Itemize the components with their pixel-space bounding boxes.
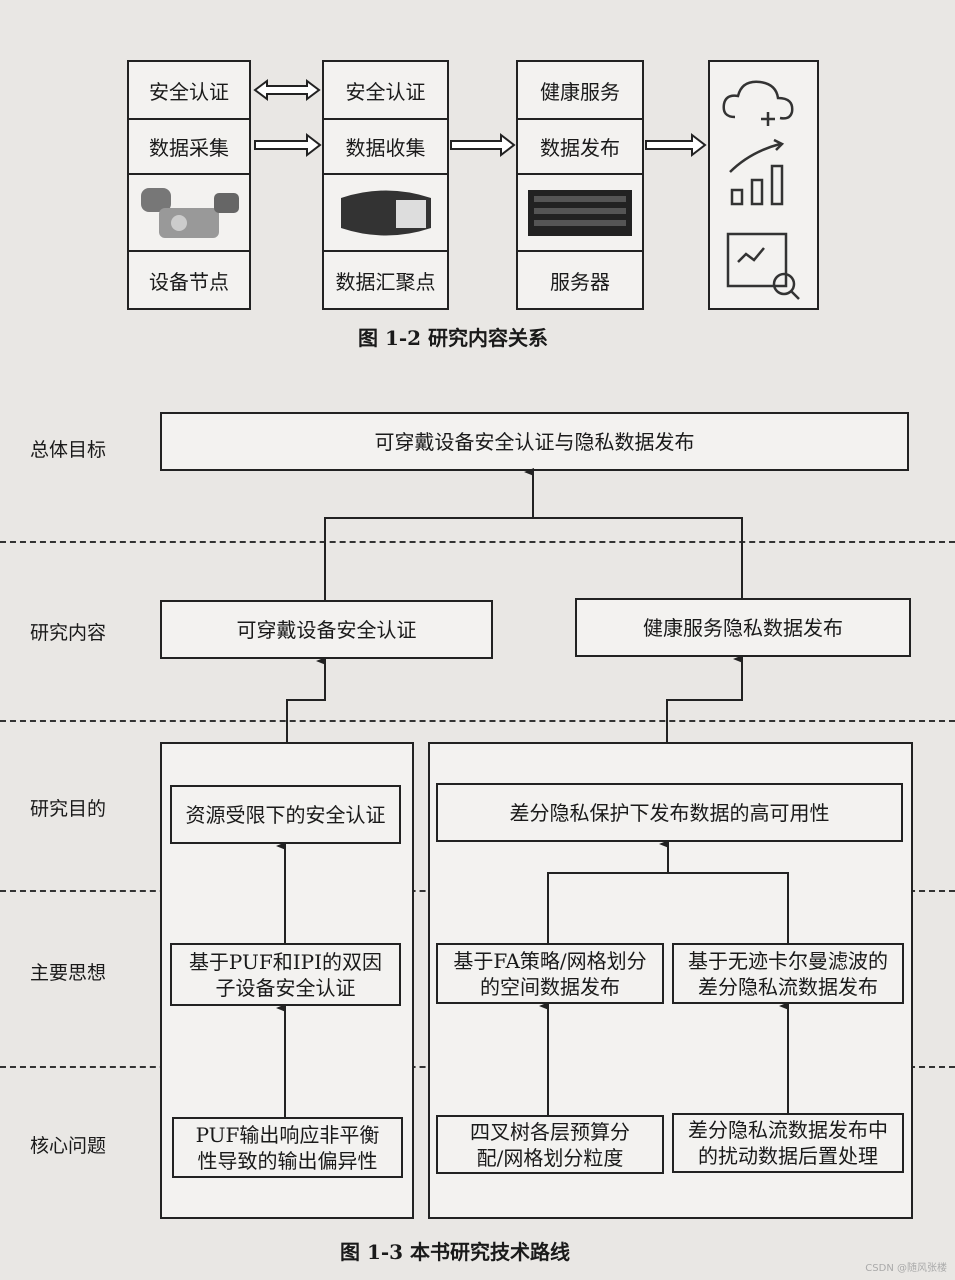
server-rack-icon xyxy=(528,189,632,236)
idea-left-box: 基于PUF和IPI的双因子设备安全认证 xyxy=(170,943,401,1006)
report-search-icon xyxy=(726,232,800,300)
figure-1-3-caption: 图 1-3 本书研究技术路线 xyxy=(340,1240,571,1264)
server-column: 健康服务 数据发布 服务器 xyxy=(516,60,644,310)
double-arrow-icon xyxy=(253,79,321,101)
idea-mid-box: 基于FA策略/网格划分的空间数据发布 xyxy=(436,943,664,1004)
divider xyxy=(0,720,955,722)
goal-box: 可穿戴设备安全认证与隐私数据发布 xyxy=(160,412,909,471)
col3-server: 服务器 xyxy=(550,269,610,294)
arrow-right-icon xyxy=(450,132,516,158)
core-right-box: 差分隐私流数据发布中的扰动数据后置处理 xyxy=(672,1113,904,1173)
level-label: 研究内容 xyxy=(30,622,107,644)
col2-node: 数据汇聚点 xyxy=(335,269,436,294)
level-label: 研究目的 xyxy=(30,798,107,820)
col3-publish: 数据发布 xyxy=(518,120,642,175)
service-icons-column xyxy=(708,60,819,310)
figure-1-2-caption: 图 1-2 研究内容关系 xyxy=(358,326,549,350)
idea-right-box: 基于无迹卡尔曼滤波的差分隐私流数据发布 xyxy=(672,943,904,1004)
level-label: 主要思想 xyxy=(30,962,107,984)
purpose-right-box: 差分隐私保护下发布数据的高可用性 xyxy=(436,783,903,842)
core-left-box: PUF输出响应非平衡性导致的输出偏异性 xyxy=(172,1117,403,1178)
device-image xyxy=(129,175,249,252)
level-label: 核心问题 xyxy=(30,1135,107,1157)
arrow-right-icon xyxy=(645,132,707,158)
col2-auth: 安全认证 xyxy=(324,62,447,120)
watermark: CSDN @随风张楼 xyxy=(865,1263,947,1274)
divider xyxy=(0,541,955,543)
wearable-devices-icon xyxy=(141,187,239,238)
col1-auth: 安全认证 xyxy=(129,62,249,120)
fig12-arrows xyxy=(253,79,707,158)
content-left-box: 可穿戴设备安全认证 xyxy=(160,600,493,659)
col1-node: 设备节点 xyxy=(149,269,229,294)
purpose-left-box: 资源受限下的安全认证 xyxy=(170,785,401,844)
aggregation-column: 安全认证 数据收集 数据汇聚点 xyxy=(322,60,449,310)
level-label: 总体目标 xyxy=(30,439,107,461)
band-image xyxy=(324,175,447,252)
core-mid-box: 四叉树各层预算分配/网格划分粒度 xyxy=(436,1115,664,1174)
cloud-plus-icon xyxy=(722,80,794,126)
service-icons xyxy=(722,80,800,300)
arrow-right-icon xyxy=(254,132,322,158)
device-node-column: 安全认证 数据采集 设备节点 xyxy=(127,60,251,310)
bar-chart-trend-icon xyxy=(729,138,785,206)
col1-collect: 数据采集 xyxy=(129,120,249,175)
col3-health: 健康服务 xyxy=(518,62,642,120)
server-image xyxy=(518,175,642,252)
content-right-box: 健康服务隐私数据发布 xyxy=(575,598,911,657)
wristband-icon xyxy=(340,190,431,235)
col2-collect: 数据收集 xyxy=(324,120,447,175)
